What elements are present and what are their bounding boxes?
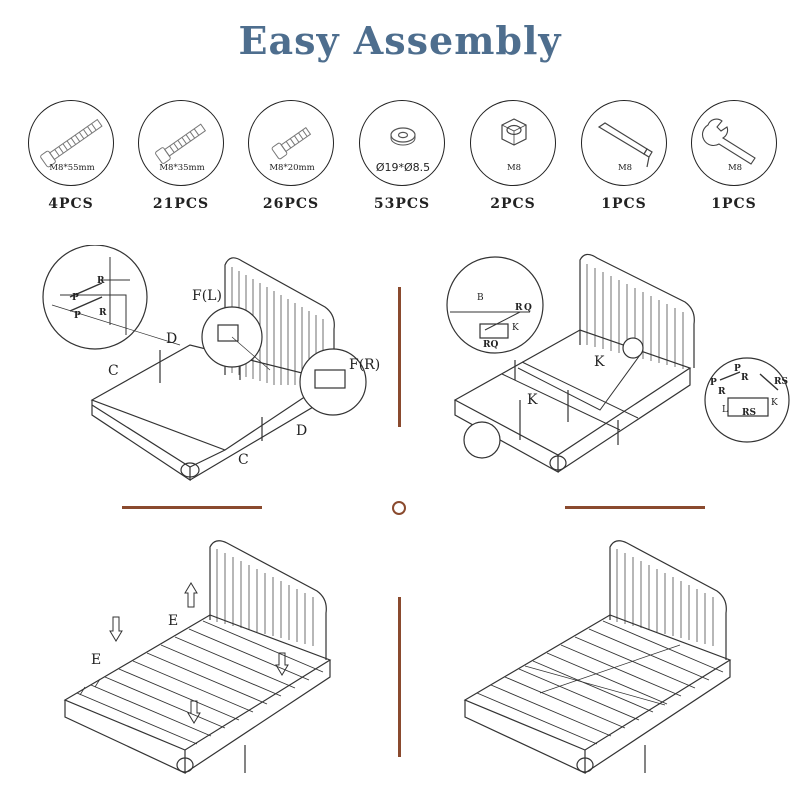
wrench-icon (702, 118, 756, 165)
label-e: E (91, 652, 102, 668)
label-e: E (168, 613, 179, 629)
part-circle: M8*55mm (28, 100, 114, 186)
part-hex-nut: M8 2PCS (470, 100, 562, 220)
label-d: D (296, 423, 308, 439)
label-fl: F(L) (192, 288, 222, 304)
label-k: K (512, 323, 519, 333)
divider-top (398, 287, 401, 427)
page-title: Easy Assembly (238, 18, 562, 63)
part-qty-label: 4PCS (48, 196, 94, 212)
label-r: R (718, 387, 726, 397)
label-fr: F(R) (349, 357, 381, 373)
label-c: C (238, 452, 249, 468)
label-l: L (722, 405, 728, 415)
center-ring (392, 501, 406, 515)
washer-icon (390, 127, 416, 146)
label-k: K (527, 392, 538, 408)
divider-bottom (398, 597, 401, 757)
part-qty-label: 2PCS (490, 196, 536, 212)
part-bolt-55: M8*55mm 4PCS (28, 100, 120, 220)
part-washer: Ø19*Ø8.5 53PCS (359, 100, 451, 220)
label-q: Q (524, 303, 532, 313)
part-qty-label: 1PCS (711, 196, 757, 212)
part-circle: Ø19*Ø8.5 (359, 100, 445, 186)
part-qty-label: 26PCS (262, 196, 320, 212)
label-d: D (166, 331, 178, 347)
step1-diagram (42, 245, 367, 482)
part-size-label: M8 (727, 163, 743, 173)
part-circle: M8*20mm (248, 100, 334, 186)
part-allen-key: M8 1PCS (581, 100, 673, 220)
part-qty-label: 21PCS (152, 196, 210, 212)
part-wrench: M8 1PCS (691, 100, 783, 220)
part-qty-label: 1PCS (601, 196, 647, 212)
part-size-label: Ø19*Ø8.5 (375, 161, 431, 174)
part-circle: M8*35mm (138, 100, 224, 186)
part-circle: M8 (470, 100, 556, 186)
part-circle: M8 (691, 100, 777, 186)
part-circle: M8 (581, 100, 667, 186)
label-r: R (515, 303, 523, 313)
label-r: R (741, 373, 749, 383)
part-size-label: M8*35mm (159, 163, 205, 173)
allen-key-icon (597, 122, 653, 168)
label-p: P (710, 378, 717, 388)
label-p: P (734, 364, 741, 374)
label-rs: RS (774, 377, 788, 387)
part-size-label: M8*20mm (269, 163, 315, 173)
bolt-long-icon (40, 118, 103, 168)
part-bolt-20: M8*20mm 26PCS (248, 100, 340, 220)
part-size-label: M8 (506, 163, 522, 173)
bolt-short-icon (271, 126, 312, 160)
label-p: P (72, 293, 79, 303)
step2-diagram (446, 253, 790, 474)
part-qty-label: 53PCS (373, 196, 431, 212)
label-b: B (477, 293, 484, 303)
bolt-medium-icon (155, 123, 207, 164)
label-c: C (108, 363, 119, 379)
part-size-label: M8 (617, 163, 633, 173)
label-rs: RS (742, 408, 756, 418)
label-p: P (74, 311, 81, 321)
label-k: K (771, 398, 778, 408)
divider-right (565, 506, 705, 509)
step4-diagram (463, 540, 732, 774)
divider-left (122, 506, 262, 509)
part-bolt-35: M8*35mm 21PCS (138, 100, 230, 220)
label-k: K (594, 354, 605, 370)
part-size-label: M8*55mm (49, 163, 95, 173)
step3-diagram (63, 540, 332, 774)
label-rq: RQ (483, 340, 499, 350)
label-r: R (97, 276, 105, 286)
label-r: R (99, 308, 107, 318)
hex-nut-icon (501, 118, 527, 146)
